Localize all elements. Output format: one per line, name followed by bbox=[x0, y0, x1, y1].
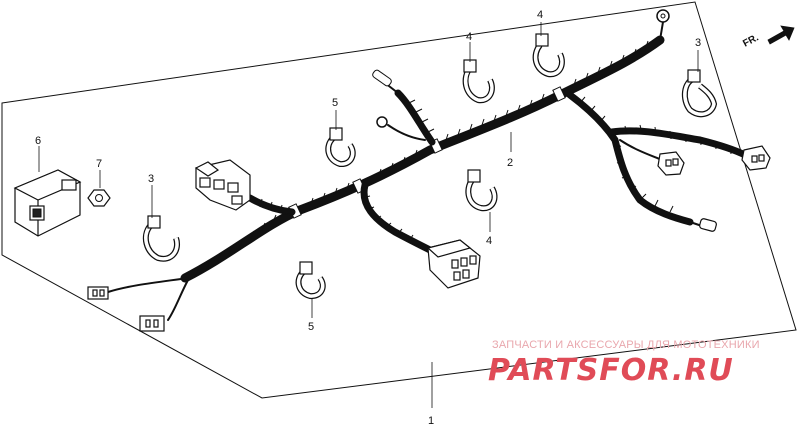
callout-4-lower: 4 bbox=[486, 235, 492, 247]
control-unit-6 bbox=[13, 169, 82, 237]
connector-right-mid bbox=[657, 151, 685, 176]
multi-pin-connector-center bbox=[426, 239, 481, 289]
callout-3-upper-right: 3 bbox=[695, 37, 701, 49]
watermark: ЗАПЧАСТИ И АКСЕССУАРЫ ДЛЯ МОТОТЕХНИКИ PA… bbox=[488, 339, 760, 388]
callout-4-top-a: 4 bbox=[466, 31, 472, 43]
direction-indicator: FR. bbox=[741, 25, 795, 50]
clip-4-lower bbox=[465, 169, 498, 212]
clip-3-left bbox=[142, 215, 180, 262]
callout-2: 2 bbox=[507, 157, 513, 169]
diagram-frame bbox=[1, 1, 797, 399]
clip-4-top-b bbox=[532, 33, 565, 78]
watermark-subtitle: ЗАПЧАСТИ И АКСЕССУАРЫ ДЛЯ МОТОТЕХНИКИ bbox=[492, 339, 760, 351]
direction-label: FR. bbox=[741, 32, 761, 49]
callout-1: 1 bbox=[428, 415, 434, 427]
branch-right-side bbox=[566, 91, 771, 232]
connector-small-lower-left-a bbox=[87, 286, 109, 300]
callout-4-top-b: 4 bbox=[537, 9, 543, 21]
clip-4-top-a bbox=[462, 59, 495, 104]
multi-pin-connector-left bbox=[194, 159, 251, 211]
callout-6: 6 bbox=[35, 135, 41, 147]
leader-lines bbox=[38, 22, 699, 408]
callout-7: 7 bbox=[96, 158, 102, 170]
arrow-right-up-icon bbox=[767, 25, 795, 45]
branch-center-connector bbox=[360, 181, 481, 289]
clip-5-lower bbox=[295, 261, 326, 300]
callout-3-left: 3 bbox=[148, 173, 154, 185]
branch-sensor-lead bbox=[372, 69, 436, 146]
callout-5-upper: 5 bbox=[332, 97, 338, 109]
connector-small-lower-left-b bbox=[139, 315, 165, 332]
branch-lower-left bbox=[87, 277, 189, 332]
clip-5-upper bbox=[325, 127, 356, 167]
branch-left-connector bbox=[194, 159, 296, 216]
callout-labels: 1 2 3 3 4 4 4 5 5 6 7 bbox=[35, 9, 701, 427]
connector-right-far bbox=[741, 145, 771, 171]
main-harness bbox=[180, 9, 670, 283]
clip-3-upper-right bbox=[681, 69, 718, 118]
nut-7 bbox=[87, 189, 111, 207]
callout-5-lower: 5 bbox=[308, 321, 314, 333]
watermark-logo: PARTSFOR.RU bbox=[488, 353, 734, 388]
